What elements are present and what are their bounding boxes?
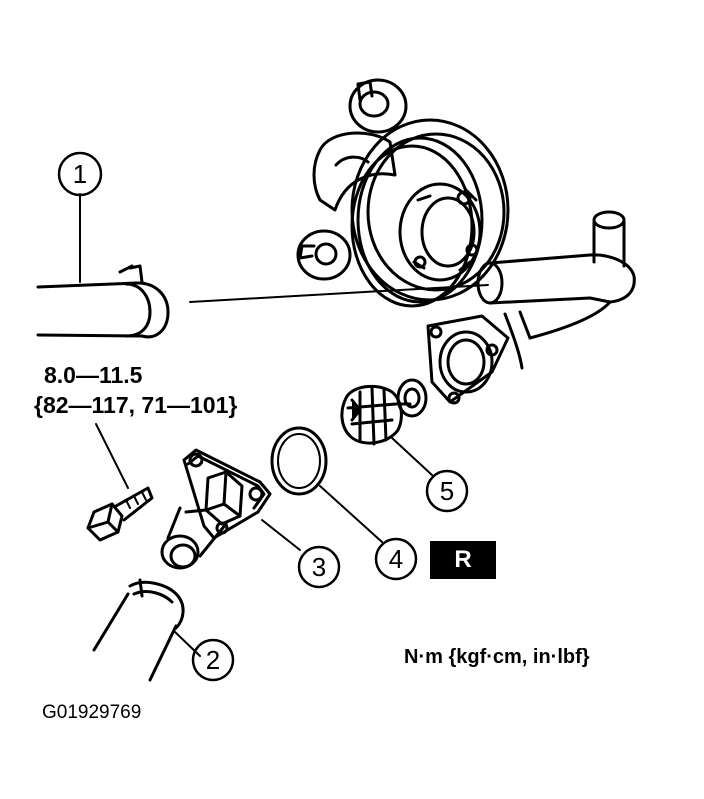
callout-2: 2: [191, 638, 235, 682]
water-pump-pulley: [296, 78, 510, 308]
replace-badge: R: [430, 541, 496, 579]
mounting-bolt: [86, 486, 154, 542]
callout-4: 4: [374, 537, 418, 581]
callout-5: 5: [425, 469, 469, 513]
pipe-flange: [426, 314, 510, 405]
o-ring-gasket-inner: [277, 433, 321, 489]
thermostat: [340, 378, 428, 446]
o-ring-gasket: [270, 426, 328, 496]
callout-3: 3: [297, 545, 341, 589]
figure-id: G01929769: [42, 702, 142, 723]
svg-text:4: 4: [389, 544, 403, 574]
svg-text:3: 3: [312, 552, 326, 582]
radiator-hose-upper: [36, 264, 170, 339]
torque-spec-nm: 8.0—11.5: [44, 362, 143, 388]
callout-1: 1: [57, 151, 103, 197]
svg-text:2: 2: [206, 645, 220, 675]
thermostat-cover: [160, 448, 272, 570]
svg-text:5: 5: [440, 476, 454, 506]
water-pipe: [476, 210, 636, 370]
radiator-hose-lower: [92, 578, 185, 682]
torque-spec-alt-units: {82—117, 71—101}: [34, 392, 238, 418]
svg-text:1: 1: [73, 159, 87, 189]
units-legend: N·m {kgf·cm, in·lbf}: [404, 646, 590, 668]
leader-lines: [79, 193, 489, 657]
